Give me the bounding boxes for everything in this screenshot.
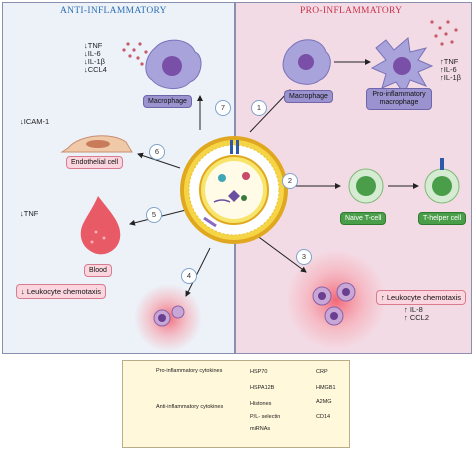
step-1-marker: 1: [251, 100, 267, 116]
t-helper-cell-label: T-helper cell: [418, 212, 467, 225]
step-3-marker: 3: [296, 249, 312, 265]
right-leukocyte-chemotaxis: ↑ Leukocyte chemotaxis: [376, 290, 467, 305]
naive-t-cell-icon: [348, 168, 384, 204]
pro-inflammatory-title: PRO-INFLAMMATORY: [300, 6, 403, 16]
legend-mirnas: miRNAs: [250, 426, 271, 432]
right-cytokine-tnf: ↑TNF: [440, 57, 459, 66]
right-cytokine-il1b: ↑IL-1β: [440, 73, 461, 82]
step-4-marker: 4: [181, 268, 197, 284]
left-leukocyte-chemotaxis: ↓ Leukocyte chemotaxis: [16, 284, 107, 299]
legend-pro-cytokines: Pro-inflammatory cytokines: [156, 368, 223, 374]
legend-histones: Histones: [250, 401, 272, 407]
endothelial-cell-label: Endothelial cell: [66, 156, 124, 169]
ccl2-label: ↑ CCL2: [404, 313, 430, 322]
right-macrophage-label: Macrophage: [284, 90, 333, 103]
left-cytokine-il6: ↓IL-6: [84, 49, 101, 58]
step-2-marker: 2: [282, 173, 298, 189]
pro-inflammatory-macrophage-icon: [370, 37, 434, 96]
left-cytokine-ccl4: ↓CCL4: [84, 65, 107, 74]
legend-a2mg: A2MG: [316, 399, 332, 405]
step-5-marker: 5: [146, 207, 162, 223]
il8-label: ↑ IL-8: [404, 305, 423, 314]
legend-hsp70: HSP70: [250, 369, 268, 375]
blood-label: Blood: [84, 264, 112, 277]
legend-hspa12b: HSPA12B: [250, 385, 275, 391]
macrophage-right-icon: [282, 39, 331, 85]
pro-cytokine-dots-icon: [430, 20, 458, 46]
legend-crp: CRP: [316, 369, 328, 375]
blood-drop-icon: [80, 196, 121, 255]
icam-label: ↓ICAM-1: [20, 117, 50, 126]
legend-hmgb1: HMGB1: [316, 385, 336, 391]
left-macrophage-label: Macrophage: [143, 95, 192, 108]
anti-inflammatory-title: ANTI-INFLAMMATORY: [60, 6, 167, 16]
pro-inflammatory-macrophage-label: Pro-inflammatory macrophage: [366, 88, 432, 110]
step-7-marker: 7: [215, 100, 231, 116]
t-helper-cell-icon: [424, 158, 460, 204]
step-6-marker: 6: [149, 144, 165, 160]
right-cytokine-il6: ↑IL-6: [440, 65, 457, 74]
leukocyte-glow-right-icon: [286, 250, 386, 350]
exosome-icon: [180, 136, 288, 244]
cytokine-dots-icon: [122, 42, 148, 66]
endothelial-cell-icon: [60, 135, 133, 153]
macrophage-cell-icon: [145, 39, 202, 89]
legend-pl-selectin: P/L- selectin: [250, 414, 281, 420]
left-tnf-label: ↓TNF: [20, 209, 39, 218]
leukocyte-glow-left-icon: [134, 284, 202, 352]
legend-box: [122, 360, 350, 448]
naive-t-cell-label: Naive T-cell: [340, 212, 387, 225]
legend-cd14: CD14: [316, 414, 331, 420]
legend-anti-cytokines: Anti-inflammatory cytokines: [156, 404, 224, 410]
left-cytokine-il1b: ↓IL-1β: [84, 57, 105, 66]
left-cytokine-tnf: ↓TNF: [84, 41, 103, 50]
